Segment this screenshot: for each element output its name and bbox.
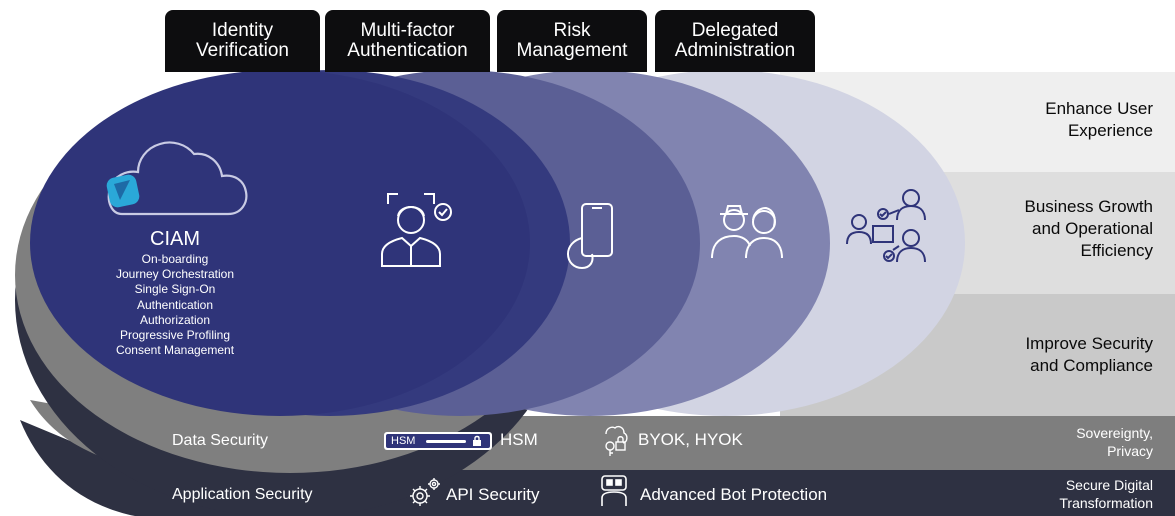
- tab-label-line1: Identity: [211, 20, 274, 41]
- outcome-line: Experience: [1067, 121, 1153, 140]
- transformation-line: Secure Digital: [1065, 477, 1153, 493]
- tab-label-line2: Authentication: [347, 40, 468, 61]
- outcome-line: Business Growth: [1024, 197, 1154, 216]
- app-security-label: Application Security: [172, 486, 313, 503]
- outcome-security-compliance: Improve Security and Compliance: [1025, 333, 1153, 377]
- tab-identity-verification: Identity Verification: [165, 10, 320, 72]
- outcome-line: Efficiency: [1080, 241, 1153, 260]
- ciam-feature: Journey Orchestration: [115, 267, 235, 282]
- sovereignty-line: Sovereignty,: [1076, 425, 1153, 441]
- hsm-badge-text: HSM: [391, 435, 416, 447]
- tab-label-line2: Administration: [674, 40, 796, 61]
- transformation-line: Transformation: [1059, 495, 1153, 511]
- data-security-label: Data Security: [172, 432, 269, 449]
- tab-label-line2: Verification: [196, 40, 289, 61]
- tab-label-line1: Multi-factor: [360, 20, 455, 41]
- ciam-feature: Progressive Profiling: [119, 328, 231, 343]
- bot-protection-text: Advanced Bot Protection: [640, 485, 828, 504]
- tab-delegated-administration: Delegated Administration: [655, 10, 815, 72]
- ciam-feature: Authorization: [139, 312, 211, 327]
- hsm-badge: HSM: [384, 432, 492, 450]
- outcome-line: and Compliance: [1030, 356, 1153, 375]
- hsm-text: HSM: [500, 430, 538, 449]
- lock-icon: [473, 435, 481, 446]
- ciam-feature: Authentication: [136, 297, 214, 312]
- outcome-enhance-ux: Enhance User Experience: [1045, 98, 1153, 142]
- delegated-admin-icon: [846, 189, 926, 263]
- outcome-business-growth: Business Growth and Operational Efficien…: [1025, 196, 1154, 262]
- tab-label-line2: Management: [516, 40, 628, 61]
- smartphone-touch-icon: [566, 203, 613, 270]
- sovereignty-label: Sovereignty, Privacy: [1076, 424, 1153, 460]
- tab-multi-factor-authentication: Multi-factor Authentication: [325, 10, 490, 72]
- bot-icon: [601, 475, 627, 506]
- sovereignty-line: Privacy: [1107, 443, 1153, 459]
- users-incognito-icon: [711, 205, 783, 259]
- cloud-icon: [106, 141, 248, 216]
- api-security-text: API Security: [446, 485, 540, 504]
- digital-transformation-label: Secure Digital Transformation: [1059, 476, 1153, 512]
- ciam-feature: Single Sign-On: [134, 282, 216, 297]
- identity-scan-icon: [381, 193, 452, 267]
- ciam-feature: On-boarding: [141, 252, 209, 266]
- key-lock-icon: [605, 425, 628, 456]
- outcome-line: Enhance User: [1045, 99, 1153, 118]
- gears-icon: [410, 478, 440, 506]
- ciam-feature: Consent Management: [115, 343, 235, 358]
- circle-ciam: [30, 70, 530, 416]
- ciam-title: CIAM: [150, 228, 200, 250]
- ciam-features: On-boarding Journey Orchestration Single…: [90, 252, 260, 358]
- tab-label-line1: Risk: [553, 20, 591, 41]
- outcome-line: and Operational: [1032, 219, 1153, 238]
- outcome-line: Improve Security: [1025, 334, 1153, 353]
- byok-text: BYOK, HYOK: [638, 430, 743, 449]
- tab-risk-management: Risk Management: [497, 10, 647, 72]
- tab-label-line1: Delegated: [691, 20, 779, 41]
